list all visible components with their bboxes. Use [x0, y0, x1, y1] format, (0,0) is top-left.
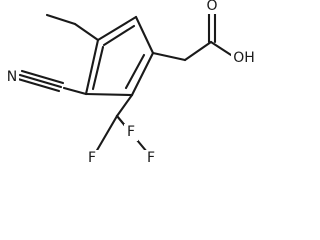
bond-ch2-carbonyl [183, 40, 213, 62]
fluorine-left-bg [85, 150, 99, 167]
bond-ring-c5-c6-inner [91, 45, 105, 91]
fluorine-right-bg [144, 150, 158, 167]
bond-nitrile-single [62, 86, 88, 96]
nitrile-n-bg [5, 68, 19, 86]
hydroxyl-bg [231, 49, 257, 67]
bond-ring-c4-c5 [84, 92, 134, 97]
atom-labels: N O OH F F F [5, 0, 257, 167]
bond-ring-ch2 [151, 51, 187, 62]
bond-cf3-f-left [94, 114, 119, 154]
nitrile-nitrogen-label: N [7, 69, 17, 85]
bond-ring-c2-c3 [134, 15, 155, 55]
bond-ethyl-ch2-ring [73, 22, 100, 42]
bond-ring-c5-c6 [84, 38, 100, 96]
structure-canvas: N O OH F F F [5, 0, 257, 167]
carbonyl-oxygen-label: O [206, 0, 217, 14]
hydroxyl-label: OH [233, 50, 255, 66]
bond-ring-c1-c2-inner [102, 24, 136, 47]
bond-ring-c1-c2 [96, 15, 138, 42]
carbonyl-o-bg [205, 0, 219, 14]
bond-nitrile-triple-b [18, 73, 63, 89]
bond-ring-c3-c4 [130, 51, 155, 97]
fluorine-top-bg [124, 124, 138, 141]
bond-nitrile-triple-c [16, 77, 61, 93]
bond-ring-c3-c4-inner [124, 53, 146, 90]
fluorine-top-label: F [127, 124, 135, 140]
bond-carbonyl-oh [209, 40, 233, 57]
fluorine-right-label: F [147, 150, 155, 166]
bond-ring-cf3 [115, 93, 134, 118]
bond-nitrile-triple-a [20, 69, 65, 85]
bond-ethyl-ch3-ch2 [45, 13, 77, 26]
fluorine-left-label: F [88, 150, 96, 166]
